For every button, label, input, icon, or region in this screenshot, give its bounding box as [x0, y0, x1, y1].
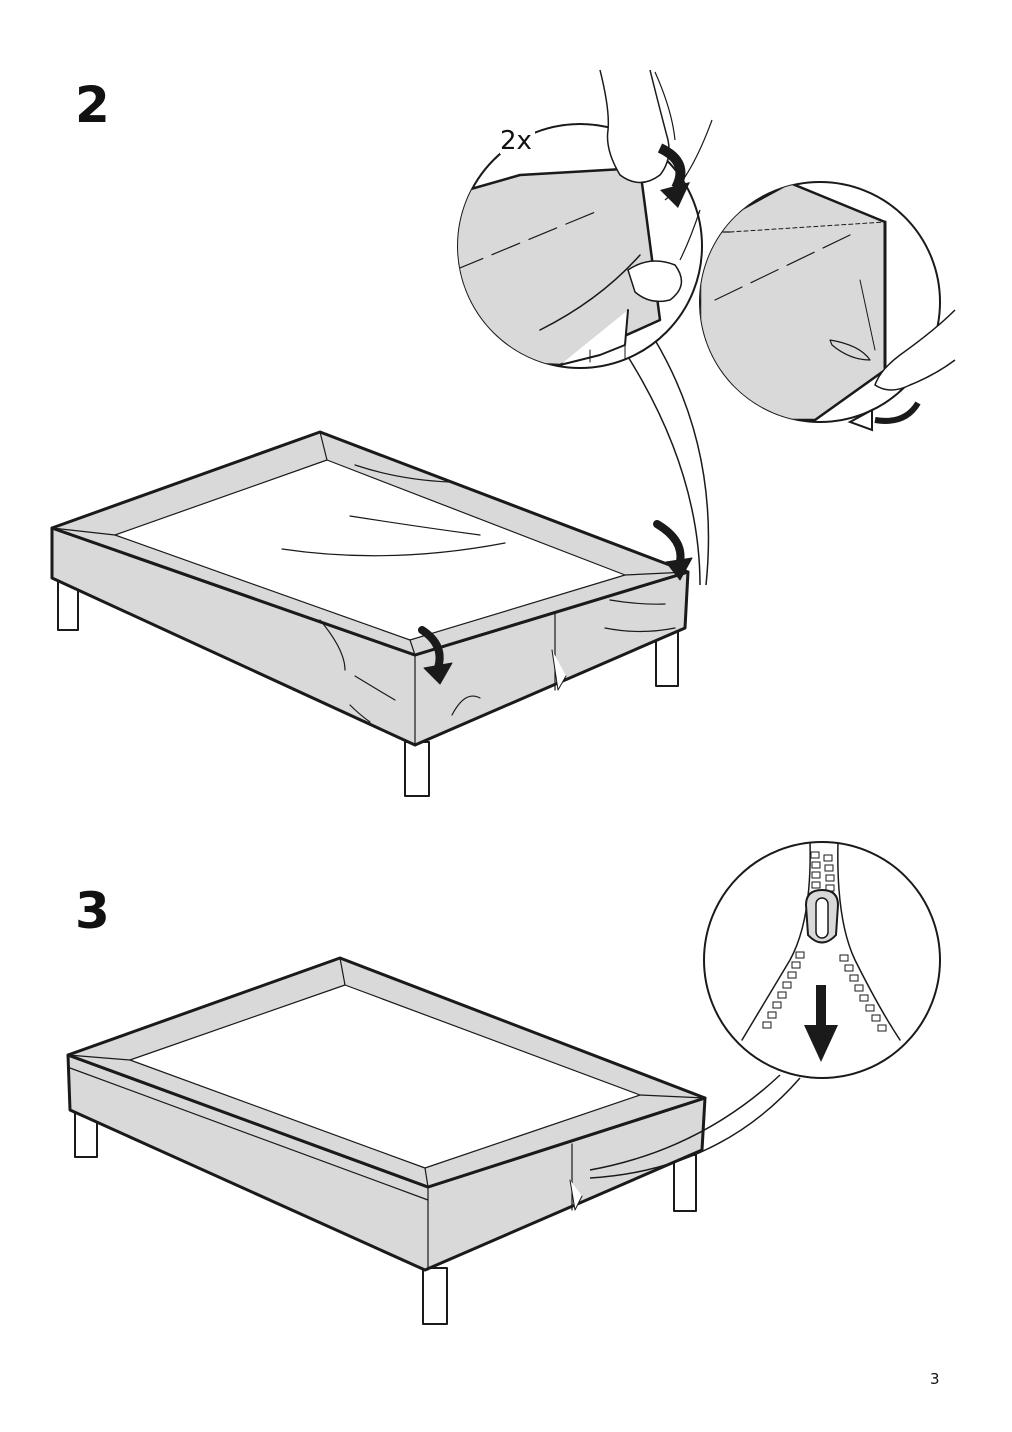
zipper-pull-icon [804, 888, 840, 944]
fold-arrow-icon [418, 626, 453, 685]
detail-circle-tuck-corner [699, 181, 956, 432]
down-arrow-icon [804, 985, 838, 1062]
bed-leg [57, 581, 679, 797]
repeat-count-label: 2x [500, 128, 535, 154]
fold-arrow-icon [653, 520, 693, 581]
page-number: 3 [930, 1370, 940, 1388]
step-3-number: 3 [75, 882, 110, 940]
step-2-number: 2 [75, 76, 110, 134]
tuck-arrow-icon [847, 401, 921, 432]
detail-circle-zipper [703, 841, 941, 1079]
step-3-bed-base [66, 956, 707, 1325]
step-2-bed-base [50, 430, 693, 797]
detail-circle-pull-corner [457, 69, 713, 369]
pull-down-arrow-icon [657, 143, 690, 208]
